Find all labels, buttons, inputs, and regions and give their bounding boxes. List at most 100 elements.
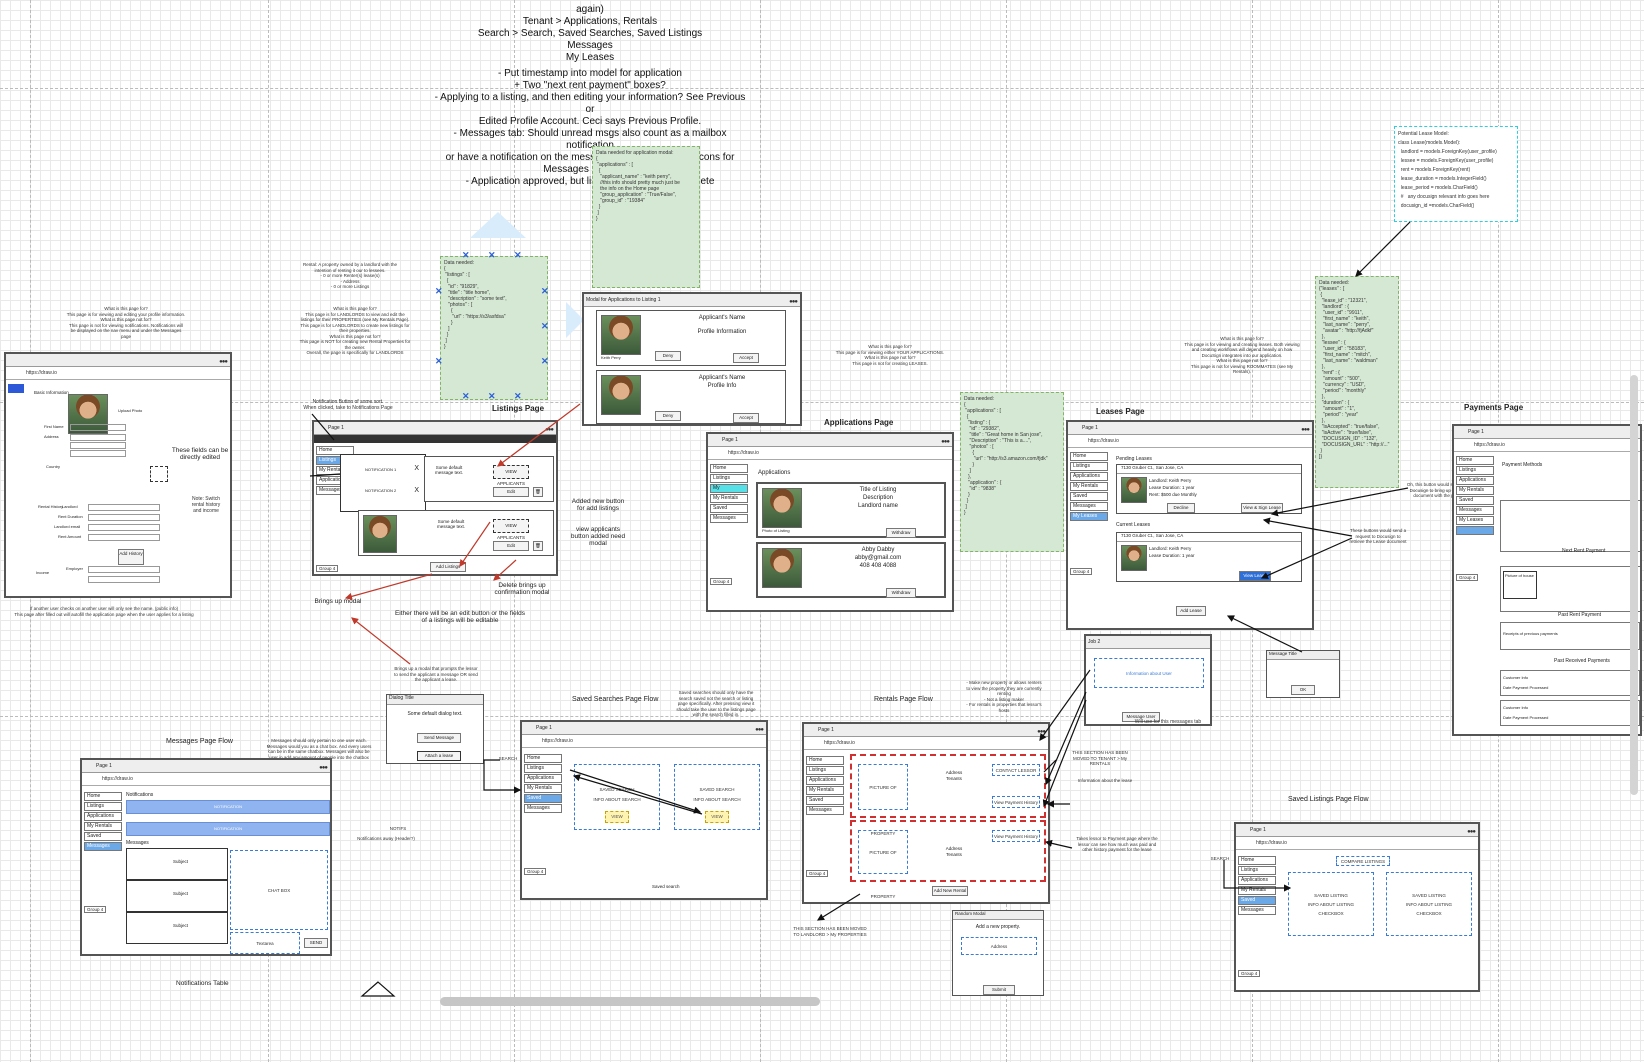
nav-applications[interactable]: Applications — [806, 776, 844, 785]
nav-saved-searches[interactable]: Saved Searches — [806, 796, 844, 805]
message-thread[interactable]: Subject — [126, 848, 228, 880]
first-name-field[interactable] — [70, 424, 126, 431]
close-icon[interactable]: X — [414, 465, 419, 472]
accept-button[interactable]: Accept — [733, 413, 759, 423]
window-controls[interactable]: ●●● — [1037, 729, 1046, 735]
resize-handle[interactable]: ✕ — [541, 286, 549, 296]
message-textarea[interactable]: Textarea — [230, 932, 300, 954]
message-user-button[interactable]: Message User — [1122, 712, 1160, 722]
rent-amount-field[interactable] — [88, 534, 160, 541]
nav-messages[interactable]: Messages — [84, 842, 122, 851]
window-controls[interactable]: ●●● — [789, 299, 798, 305]
nav-home[interactable]: Home — [84, 792, 122, 801]
nav-home[interactable]: Home — [1238, 856, 1276, 865]
url-bar[interactable]: https://draw.io — [1068, 435, 1312, 448]
resize-handle[interactable]: ✕ — [462, 250, 470, 260]
nav-my-applications[interactable]: My Applications — [710, 484, 748, 493]
vertical-scrollbar[interactable] — [1630, 375, 1638, 795]
url-bar[interactable]: https://draw.io — [522, 735, 766, 748]
send-button[interactable]: SEND — [304, 938, 328, 948]
nav-messages[interactable]: Messages — [1070, 502, 1108, 511]
view-payment-button[interactable]: View Payment History — [992, 830, 1040, 842]
nav-my-rentals[interactable]: My Rentals — [806, 786, 844, 795]
page-tab[interactable]: Page 1 — [818, 727, 834, 733]
edit-button[interactable]: Edit — [493, 541, 529, 551]
nav-saved-searches[interactable]: Saved Searches — [524, 794, 562, 803]
url-bar[interactable]: https://draw.io — [82, 773, 330, 786]
window-controls[interactable]: ●●● — [545, 427, 554, 433]
url-bar[interactable]: https://draw.io — [804, 737, 1048, 750]
view-applicants-button[interactable]: VIEW APPLICANTS — [493, 519, 529, 540]
nav-home[interactable]: Home — [316, 446, 354, 455]
add-listings-button[interactable]: Add Listings — [430, 562, 466, 572]
window-controls[interactable]: ●●● — [941, 439, 950, 445]
nav-home[interactable]: Home — [710, 464, 748, 473]
view-button[interactable]: VIEW — [705, 811, 729, 823]
address-field[interactable] — [70, 434, 126, 441]
nav-applications[interactable]: Applications — [84, 812, 122, 821]
resize-handle[interactable]: ✕ — [435, 356, 443, 366]
trash-icon[interactable]: 🗑 — [533, 541, 543, 551]
resize-handle[interactable]: ✕ — [541, 356, 549, 366]
page-tab[interactable]: Page 1 — [1468, 429, 1484, 435]
view-payment-button[interactable]: View Payment History — [992, 796, 1040, 808]
nav-messages[interactable]: Messages — [1456, 506, 1494, 515]
resize-handle[interactable]: ✕ — [462, 391, 470, 401]
nav-saved-searches[interactable]: Saved Searches — [1456, 496, 1494, 505]
nav-messages[interactable]: Messages — [524, 804, 562, 813]
landlord-field[interactable] — [88, 504, 160, 511]
nav-applications[interactable]: Applications — [1070, 472, 1108, 481]
income-field[interactable] — [88, 576, 160, 583]
nav-my-rentals[interactable]: My Rentals — [710, 494, 748, 503]
rent-duration-field[interactable] — [88, 514, 160, 521]
contact-lessor-button[interactable]: CONTACT LESSOR — [992, 764, 1040, 776]
send-message-button[interactable]: Send Message — [417, 733, 461, 743]
resize-handle[interactable]: ✕ — [541, 321, 549, 331]
message-thread[interactable]: Subject — [126, 880, 228, 912]
nav-messages[interactable]: Messages — [710, 514, 748, 523]
nav-home[interactable]: Home — [1070, 452, 1108, 461]
url-bar[interactable]: https://draw.io — [6, 367, 230, 380]
page-tab[interactable]: Page 1 — [96, 763, 112, 769]
nav-applications[interactable]: Applications — [524, 774, 562, 783]
deny-button[interactable]: Deny — [655, 411, 681, 421]
nav-listings[interactable]: Listings — [1238, 866, 1276, 875]
checkbox[interactable]: CHECKBOX — [1416, 911, 1442, 916]
withdraw-button[interactable]: Withdraw — [886, 588, 916, 598]
view-lease-button[interactable]: View Lease — [1239, 571, 1271, 581]
nav-my-leases[interactable]: My Leases — [1070, 512, 1108, 521]
nav-home[interactable]: Home — [806, 756, 844, 765]
nav-my-rentals[interactable]: My Rentals — [1070, 482, 1108, 491]
window-controls[interactable]: ●●● — [319, 765, 328, 771]
nav-home[interactable]: Home — [1456, 456, 1494, 465]
resize-handle[interactable]: ✕ — [488, 391, 496, 401]
resize-handle[interactable]: ✕ — [514, 391, 522, 401]
employer-field[interactable] — [88, 566, 160, 573]
nav-listings[interactable]: Listings — [524, 764, 562, 773]
deny-button[interactable]: Deny — [655, 351, 681, 361]
nav-my-rentals[interactable]: My Rentals — [1456, 486, 1494, 495]
trash-icon[interactable]: 🗑 — [533, 487, 543, 497]
nav-saved-searches[interactable]: Saved Searches — [84, 832, 122, 841]
page-tab[interactable]: Page 1 — [328, 425, 344, 431]
nav-messages[interactable]: Messages — [1238, 906, 1276, 915]
nav-my-rentals[interactable]: My Rentals — [524, 784, 562, 793]
notification-item[interactable]: NOTIFICATION 1 — [365, 467, 397, 472]
nav-messages[interactable]: Messages — [806, 806, 844, 815]
window-controls[interactable]: ●●● — [219, 359, 228, 365]
edit-button[interactable]: Edit — [493, 487, 529, 497]
message-thread[interactable]: Subject — [126, 912, 228, 944]
view-sign-lease-button[interactable]: View & Sign Lease — [1241, 503, 1283, 513]
resize-handle[interactable]: ✕ — [488, 250, 496, 260]
view-applicants-button[interactable]: VIEW APPLICANTS — [493, 465, 529, 486]
window-controls[interactable]: ●●● — [1301, 427, 1310, 433]
nav-my-leases[interactable]: My Leases — [1456, 516, 1494, 525]
url-bar[interactable]: https://draw.io — [1454, 439, 1640, 452]
nav-saved-searches[interactable]: Saved Searches — [710, 504, 748, 513]
url-bar[interactable]: https://draw.io — [1236, 837, 1478, 850]
nav-payments[interactable] — [1456, 526, 1494, 535]
address-input[interactable]: Address — [961, 937, 1037, 955]
withdraw-button[interactable]: Withdraw — [886, 528, 916, 538]
page-tab[interactable]: Page 1 — [1250, 827, 1266, 833]
attach-lease-button[interactable]: Attach a lease — [417, 751, 461, 761]
